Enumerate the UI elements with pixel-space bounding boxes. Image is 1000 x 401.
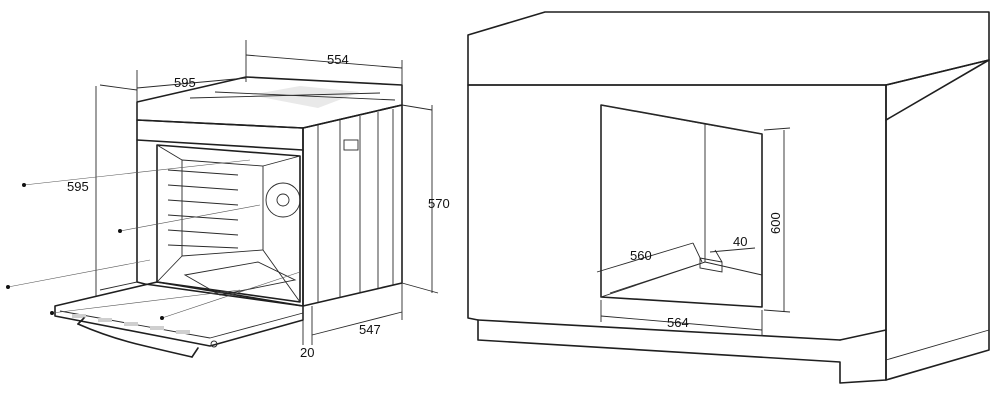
dim-oven-body-height: 570 — [428, 196, 450, 211]
oven-cavity — [156, 144, 301, 303]
niche-opening — [600, 104, 763, 308]
oven-rack-rails — [167, 169, 239, 249]
dim-oven-height: 595 — [67, 179, 89, 194]
niche-cabinet-drawing — [467, 11, 990, 384]
door-vent-slots — [72, 314, 190, 334]
dim-niche-width: 564 — [667, 315, 689, 330]
oven-dimension-lines — [6, 40, 439, 345]
cabinet-top — [467, 11, 990, 86]
dim-oven-panel-offset: 20 — [300, 345, 314, 360]
niche-dimension-lines — [596, 127, 791, 336]
dim-niche-depth: 560 — [630, 248, 652, 263]
dim-oven-depth-top: 554 — [327, 52, 349, 67]
oven-door-open — [54, 281, 304, 347]
cabinet-side — [885, 59, 990, 381]
oven-fan — [265, 182, 301, 218]
oven-drawing — [54, 76, 403, 358]
oven-door-handle — [77, 323, 193, 358]
dim-oven-width: 595 — [174, 75, 196, 90]
oven-front-frame — [136, 119, 304, 307]
dim-oven-body-depth: 547 — [359, 322, 381, 337]
dim-niche-rear-gap: 40 — [733, 234, 747, 249]
dim-niche-height: 600 — [768, 212, 783, 234]
